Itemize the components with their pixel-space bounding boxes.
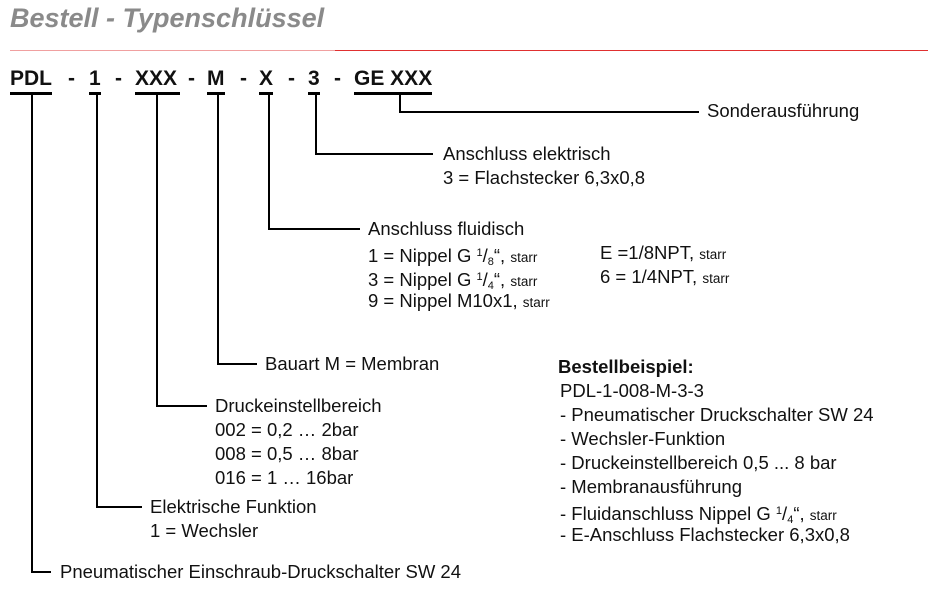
label-fluid-option-3: 3 = Nippel G 1/4“, starr [368, 269, 538, 292]
code-dash: - [240, 67, 247, 90]
divider [10, 50, 335, 51]
connector-line [268, 94, 270, 229]
example-item: - Druckeinstellbereich 0,5 ... 8 bar [560, 452, 837, 473]
example-item: - Membranausführung [560, 476, 743, 497]
page-title: Bestell - Typenschlüssel [10, 3, 325, 33]
code-special: GE XXX [354, 66, 433, 95]
code-electric: 3 [308, 66, 320, 95]
label-product: Pneumatischer Einschraub-Druckschalter S… [60, 561, 461, 582]
label-function-title: Elektrische Funktion [150, 496, 317, 517]
connector-line [217, 363, 257, 365]
connector-line [217, 94, 219, 364]
code-dash: - [68, 67, 75, 90]
connector-line [399, 111, 699, 113]
label-pressure-option: 016 = 1 … 16bar [215, 467, 354, 488]
code-function: 1 [89, 66, 101, 95]
connector-line [315, 94, 317, 154]
example-item: - Pneumatischer Druckschalter SW 24 [560, 404, 874, 425]
connector-line [31, 94, 33, 572]
example-code: PDL-1-008-M-3-3 [560, 380, 704, 401]
label-fluid-option-e: E =1/8NPT, starr [600, 242, 727, 263]
code-pressure: XXX [135, 66, 181, 95]
code-fluid: X [259, 66, 274, 95]
label-pressure-option: 002 = 0,2 … 2bar [215, 419, 359, 440]
label-pressure-option: 008 = 0,5 … 8bar [215, 443, 359, 464]
example-title: Bestellbeispiel: [558, 356, 694, 377]
label-design: Bauart M = Membran [265, 353, 440, 374]
label-fluid-option-9: 9 = Nippel M10x1, starr [368, 290, 550, 311]
connector-line [156, 405, 207, 407]
label-fluid-title: Anschluss fluidisch [368, 218, 525, 239]
label-function-option: 1 = Wechsler [150, 520, 259, 541]
connector-line [315, 153, 433, 155]
example-item: - E-Anschluss Flachstecker 6,3x0,8 [560, 524, 850, 545]
connector-line [96, 94, 98, 507]
connector-line [31, 571, 51, 573]
connector-line [96, 506, 142, 508]
code-design: M [207, 66, 225, 95]
code-pdl: PDL [10, 66, 52, 95]
connector-line [268, 228, 360, 230]
label-electric-title: Anschluss elektrisch [443, 143, 611, 164]
code-dash: - [288, 67, 295, 90]
divider [335, 50, 928, 51]
label-fluid-option-6: 6 = 1/4NPT, starr [600, 266, 730, 287]
example-item: - Wechsler-Funktion [560, 428, 726, 449]
label-special: Sonderausführung [707, 100, 860, 121]
label-pressure-title: Druckeinstellbereich [215, 395, 382, 416]
connector-line [399, 94, 401, 112]
label-electric-option: 3 = Flachstecker 6,3x0,8 [443, 167, 646, 188]
code-dash: - [115, 67, 122, 90]
connector-line [156, 94, 158, 406]
code-dash: - [188, 67, 195, 90]
label-fluid-option-1: 1 = Nippel G 1/8“, starr [368, 245, 538, 268]
example-item: - Fluidanschluss Nippel G 1/4“, starr [560, 503, 837, 526]
code-dash: - [334, 67, 341, 90]
